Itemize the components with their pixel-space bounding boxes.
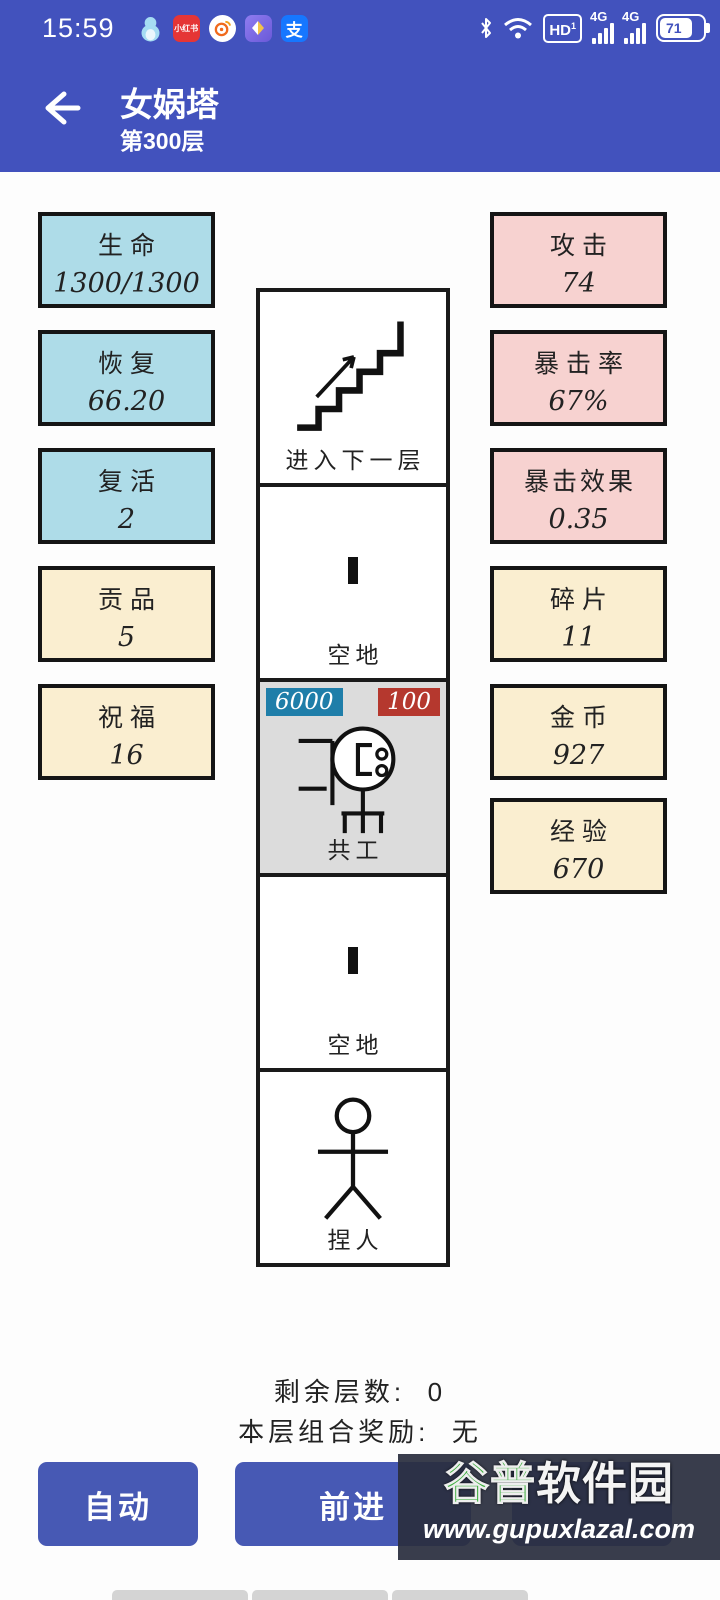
- stat-gold: 金币 927: [490, 684, 667, 780]
- wifi-icon: [503, 16, 533, 40]
- watermark-brand: 谷普软件园: [443, 1458, 675, 1510]
- tile-monster-gonggong[interactable]: 6000 100 共工: [256, 678, 450, 877]
- stat-tribute: 贡品 5: [38, 566, 215, 662]
- volte-hd-icon: HD1: [543, 13, 582, 43]
- monster-attack-badge: 100: [378, 688, 440, 716]
- stat-crit-effect: 暴击效果 0.35: [490, 448, 667, 544]
- stat-attack: 攻击 74: [490, 212, 667, 308]
- floor-indicator: 第300层: [120, 128, 205, 154]
- combo-reward-line: 本层组合奖励: 无: [238, 1417, 482, 1447]
- watermark-url: www.gupuxlazal.com: [422, 1514, 696, 1544]
- stat-crit-rate: 暴击率 67%: [490, 330, 667, 426]
- monster-hp-badge: 6000: [266, 688, 343, 716]
- bottom-cutoff-bar: [252, 1590, 388, 1600]
- clock: 15:59: [42, 12, 115, 43]
- signal-sim1-icon: 4G: [590, 9, 614, 44]
- tile-stairs-next-floor[interactable]: 进入下一层: [256, 288, 450, 487]
- stairs-up-icon: [283, 309, 423, 444]
- status-bar: 15:59 小红书 支 HD1: [0, 0, 720, 56]
- signal-sim2-icon: 4G: [622, 9, 646, 44]
- stat-experience: 经验 670: [490, 798, 667, 894]
- alipay-icon: 支: [280, 14, 308, 42]
- monster-icon: [286, 708, 421, 848]
- weibo-icon: [208, 14, 236, 42]
- notification-icons: 小红书 支: [137, 14, 308, 42]
- qq-penguin-icon: [137, 15, 164, 42]
- bottom-cutoff-bar: [392, 1590, 528, 1600]
- xiaohongshu-icon: 小红书: [172, 14, 200, 42]
- stat-shards: 碎片 11: [490, 566, 667, 662]
- stat-health: 生命 1300/1300: [38, 212, 215, 308]
- app-header: 女娲塔 第300层: [0, 56, 720, 172]
- stat-blessing: 祝福 16: [38, 684, 215, 780]
- site-watermark: 谷普软件园 www.gupuxlazal.com: [398, 1454, 720, 1560]
- tile-player[interactable]: 捏人: [256, 1068, 450, 1267]
- bottom-cutoff-bar: [112, 1590, 248, 1600]
- purple-app-icon: [244, 14, 272, 42]
- battery-percent: 71: [666, 20, 682, 36]
- back-arrow-icon[interactable]: [38, 86, 82, 130]
- battery-icon: 71: [656, 14, 710, 42]
- player-stick-figure-icon: [288, 1089, 418, 1224]
- auto-button[interactable]: 自动: [38, 1462, 198, 1546]
- tile-empty-2[interactable]: 空地: [256, 873, 450, 1072]
- tile-empty-1[interactable]: 空地: [256, 483, 450, 682]
- empty-square-icon: [348, 557, 358, 585]
- empty-square-icon: [348, 947, 358, 975]
- page-title: 女娲塔: [120, 86, 219, 123]
- stat-recovery: 恢复 66.20: [38, 330, 215, 426]
- bluetooth-icon: [479, 16, 493, 40]
- remaining-floors-line: 剩余层数: 0: [273, 1377, 447, 1407]
- floor-tile-column: 进入下一层 空地 6000 100 共工 空地: [256, 288, 450, 1267]
- stat-revive: 复活 2: [38, 448, 215, 544]
- floor-summary: 剩余层数: 0 本层组合奖励: 无: [0, 1372, 720, 1452]
